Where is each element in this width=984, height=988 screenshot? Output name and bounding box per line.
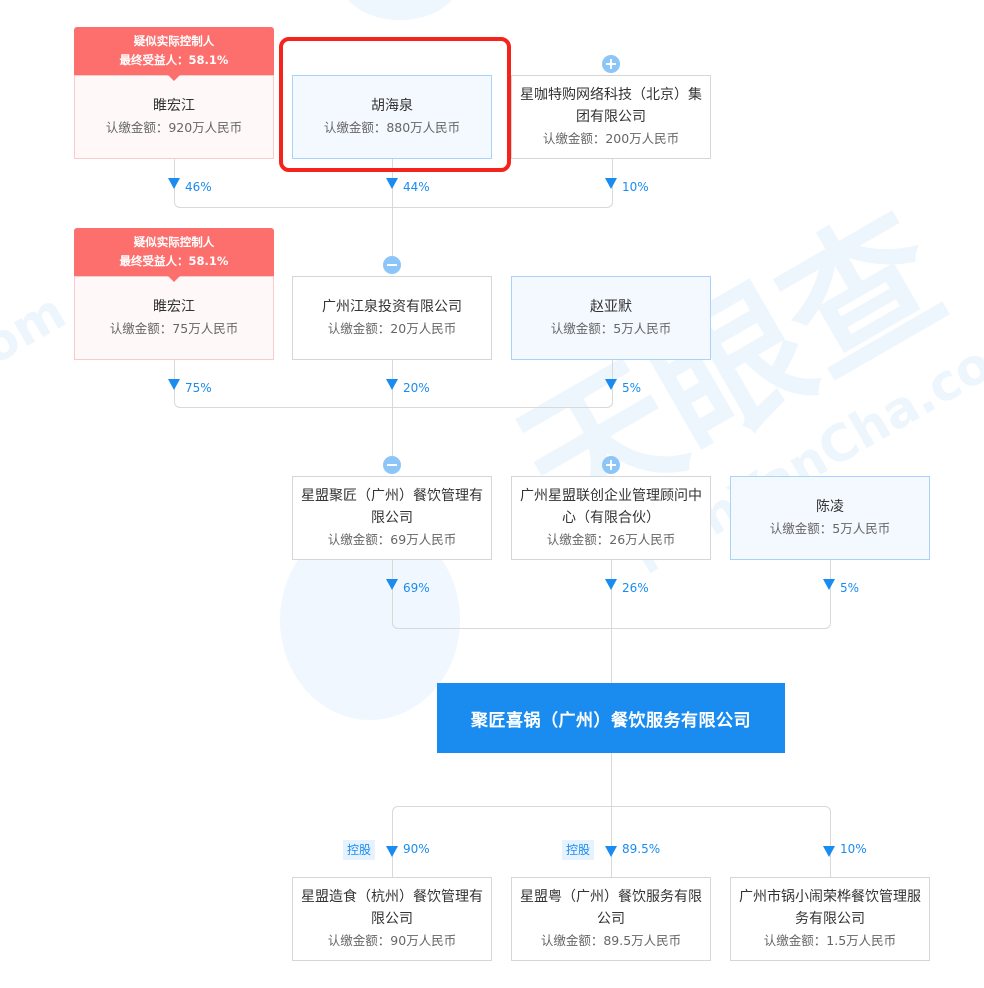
node-amount: 认缴金额：920万人民币 (105, 120, 243, 135)
node-amount: 认缴金额：5万人民币 (769, 521, 891, 536)
shareholder-node[interactable]: 赵亚默 认缴金额：5万人民币 (511, 276, 711, 360)
node-name: 星咖特购网络科技（北京）集团有限公司 (520, 87, 702, 125)
expand-plus-icon[interactable] (602, 55, 620, 73)
share-percent: 44% (403, 180, 430, 194)
share-percent: 20% (403, 381, 430, 395)
shareholder-node[interactable]: 星盟聚匠（广州）餐饮管理有限公司 认缴金额：69万人民币 (292, 476, 492, 560)
node-amount: 认缴金额：1.5万人民币 (763, 933, 897, 948)
node-name: 广州江泉投资有限公司 (322, 299, 462, 315)
node-amount: 认缴金额：69万人民币 (327, 532, 457, 547)
arrow-down-icon (823, 579, 835, 590)
controller-badge: 疑似实际控制人 最终受益人：58.1% (74, 228, 274, 282)
controller-badge: 疑似实际控制人 最终受益人：58.1% (74, 27, 274, 81)
node-name: 星盟聚匠（广州）餐饮管理有限公司 (301, 488, 483, 526)
subsidiary-node[interactable]: 星盟粤（广州）餐饮服务有限公司 认缴金额：89.5万人民币 (511, 877, 711, 961)
collapse-minus-icon[interactable] (383, 456, 401, 474)
subsidiary-node[interactable]: 广州市锅小闹荣桦餐饮管理服务有限公司 认缴金额：1.5万人民币 (730, 877, 930, 961)
badge-beneficiary: 最终受益人：58.1% (119, 53, 229, 67)
arrow-down-icon (605, 846, 617, 857)
share-percent: 75% (185, 381, 212, 395)
node-name: 星盟造食（杭州）餐饮管理有限公司 (301, 889, 483, 927)
share-percent: 5% (622, 381, 642, 395)
collapse-minus-icon[interactable] (383, 256, 401, 274)
arrow-down-icon (386, 846, 398, 857)
node-amount: 认缴金额：26万人民币 (546, 532, 676, 547)
connector (611, 753, 612, 877)
shareholder-node[interactable]: 陈凌 认缴金额：5万人民币 (730, 476, 930, 560)
node-name: 赵亚默 (590, 299, 632, 315)
share-percent: 10% (622, 180, 649, 194)
node-name: 睢宏江 (153, 98, 195, 114)
node-amount: 认缴金额：5万人民币 (550, 321, 672, 336)
share-percent: 90% (403, 842, 430, 856)
arrow-down-icon (168, 379, 180, 390)
shareholder-node[interactable]: 广州星盟联创企业管理顾问中心（有限合伙） 认缴金额：26万人民币 (511, 476, 711, 560)
badge-title: 疑似实际控制人 (133, 34, 215, 48)
share-percent: 46% (185, 180, 212, 194)
arrow-down-icon (605, 379, 617, 390)
arrow-down-icon (168, 178, 180, 189)
shareholder-node[interactable]: 睢宏江 认缴金额：75万人民币 (74, 276, 274, 360)
highlight-box (279, 37, 511, 172)
holding-tag: 控股 (343, 840, 376, 860)
node-name: 广州星盟联创企业管理顾问中心（有限合伙） (520, 488, 702, 526)
shareholder-node[interactable]: 星咖特购网络科技（北京）集团有限公司 认缴金额：200万人民币 (511, 75, 711, 159)
node-amount: 认缴金额：880万人民币 (323, 120, 461, 135)
node-amount: 认缴金额：200万人民币 (542, 131, 680, 146)
subsidiary-node[interactable]: 星盟造食（杭州）餐饮管理有限公司 认缴金额：90万人民币 (292, 877, 492, 961)
main-company-node[interactable]: 聚匠喜锅（广州）餐饮服务有限公司 (437, 683, 785, 753)
node-amount: 认缴金额：90万人民币 (327, 933, 457, 948)
connector (392, 806, 831, 878)
connector (611, 559, 612, 683)
connector (392, 358, 393, 466)
node-name: 胡海泉 (371, 98, 413, 114)
arrow-down-icon (386, 178, 398, 189)
node-amount: 认缴金额：89.5万人民币 (540, 933, 682, 948)
node-name: 星盟粤（广州）餐饮服务有限公司 (520, 889, 702, 927)
share-percent: 89.5% (622, 842, 661, 856)
node-amount: 认缴金额：20万人民币 (327, 321, 457, 336)
badge-title: 疑似实际控制人 (133, 235, 215, 249)
share-percent: 5% (840, 581, 860, 595)
shareholder-node[interactable]: 胡海泉 认缴金额：880万人民币 (292, 75, 492, 159)
shareholder-node[interactable]: 广州江泉投资有限公司 认缴金额：20万人民币 (292, 276, 492, 360)
share-percent: 69% (403, 581, 430, 595)
expand-plus-icon[interactable] (602, 456, 620, 474)
share-percent: 10% (840, 842, 867, 856)
arrow-down-icon (386, 379, 398, 390)
arrow-down-icon (605, 579, 617, 590)
badge-beneficiary: 最终受益人：58.1% (119, 254, 229, 268)
node-name: 陈凌 (816, 499, 844, 515)
connector (392, 158, 393, 266)
node-amount: 认缴金额：75万人民币 (109, 321, 239, 336)
main-company-name: 聚匠喜锅（广州）餐饮服务有限公司 (471, 710, 751, 731)
shareholder-node[interactable]: 睢宏江 认缴金额：920万人民币 (74, 75, 274, 159)
node-name: 广州市锅小闹荣桦餐饮管理服务有限公司 (739, 889, 921, 927)
node-name: 睢宏江 (153, 299, 195, 315)
arrow-down-icon (605, 178, 617, 189)
watermark-logo-circle (340, 0, 460, 20)
arrow-down-icon (823, 846, 835, 857)
arrow-down-icon (386, 579, 398, 590)
watermark-domain-left: om (0, 282, 76, 376)
holding-tag: 控股 (562, 840, 595, 860)
share-percent: 26% (622, 581, 649, 595)
